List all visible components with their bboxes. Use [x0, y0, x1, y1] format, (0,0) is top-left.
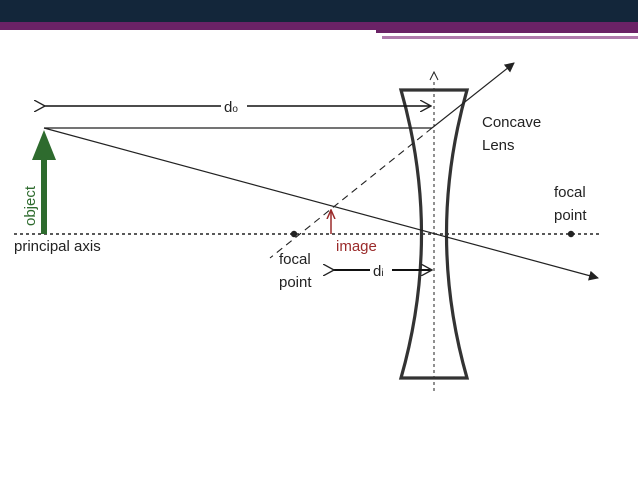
- refracted-ray: [431, 62, 515, 129]
- object-arrow-head: [32, 130, 56, 160]
- object-label: object: [22, 185, 39, 226]
- slide-accent-stripe-light: [382, 36, 638, 39]
- lens-axis-arrowhead: [429, 70, 439, 81]
- right-focal-label-line2: point: [554, 207, 587, 224]
- principal-axis-label: principal axis: [14, 238, 101, 255]
- di-label: di: [373, 263, 384, 280]
- concave-lens: [398, 88, 470, 380]
- lens-label-line1: Concave: [482, 114, 541, 131]
- do-label: do: [224, 99, 238, 116]
- central-ray: [43, 127, 599, 281]
- slide-accent-stripe-dark: [376, 30, 638, 33]
- right-focal-point: [567, 230, 575, 238]
- di-label-backdrop: [370, 260, 392, 280]
- slide-accent-band: [0, 22, 638, 30]
- virtual-ray-extension: [269, 127, 433, 259]
- left-focal-label-line2: point: [279, 274, 312, 291]
- left-focal-point: [290, 230, 298, 238]
- right-focal-label-line1: focal: [554, 184, 586, 201]
- left-focal-label-line1: focal: [279, 251, 311, 268]
- lens-label-line2: Lens: [482, 137, 515, 154]
- image-label: image: [336, 238, 377, 255]
- do-label-backdrop: [221, 96, 247, 116]
- slide-header-bar: [0, 0, 638, 24]
